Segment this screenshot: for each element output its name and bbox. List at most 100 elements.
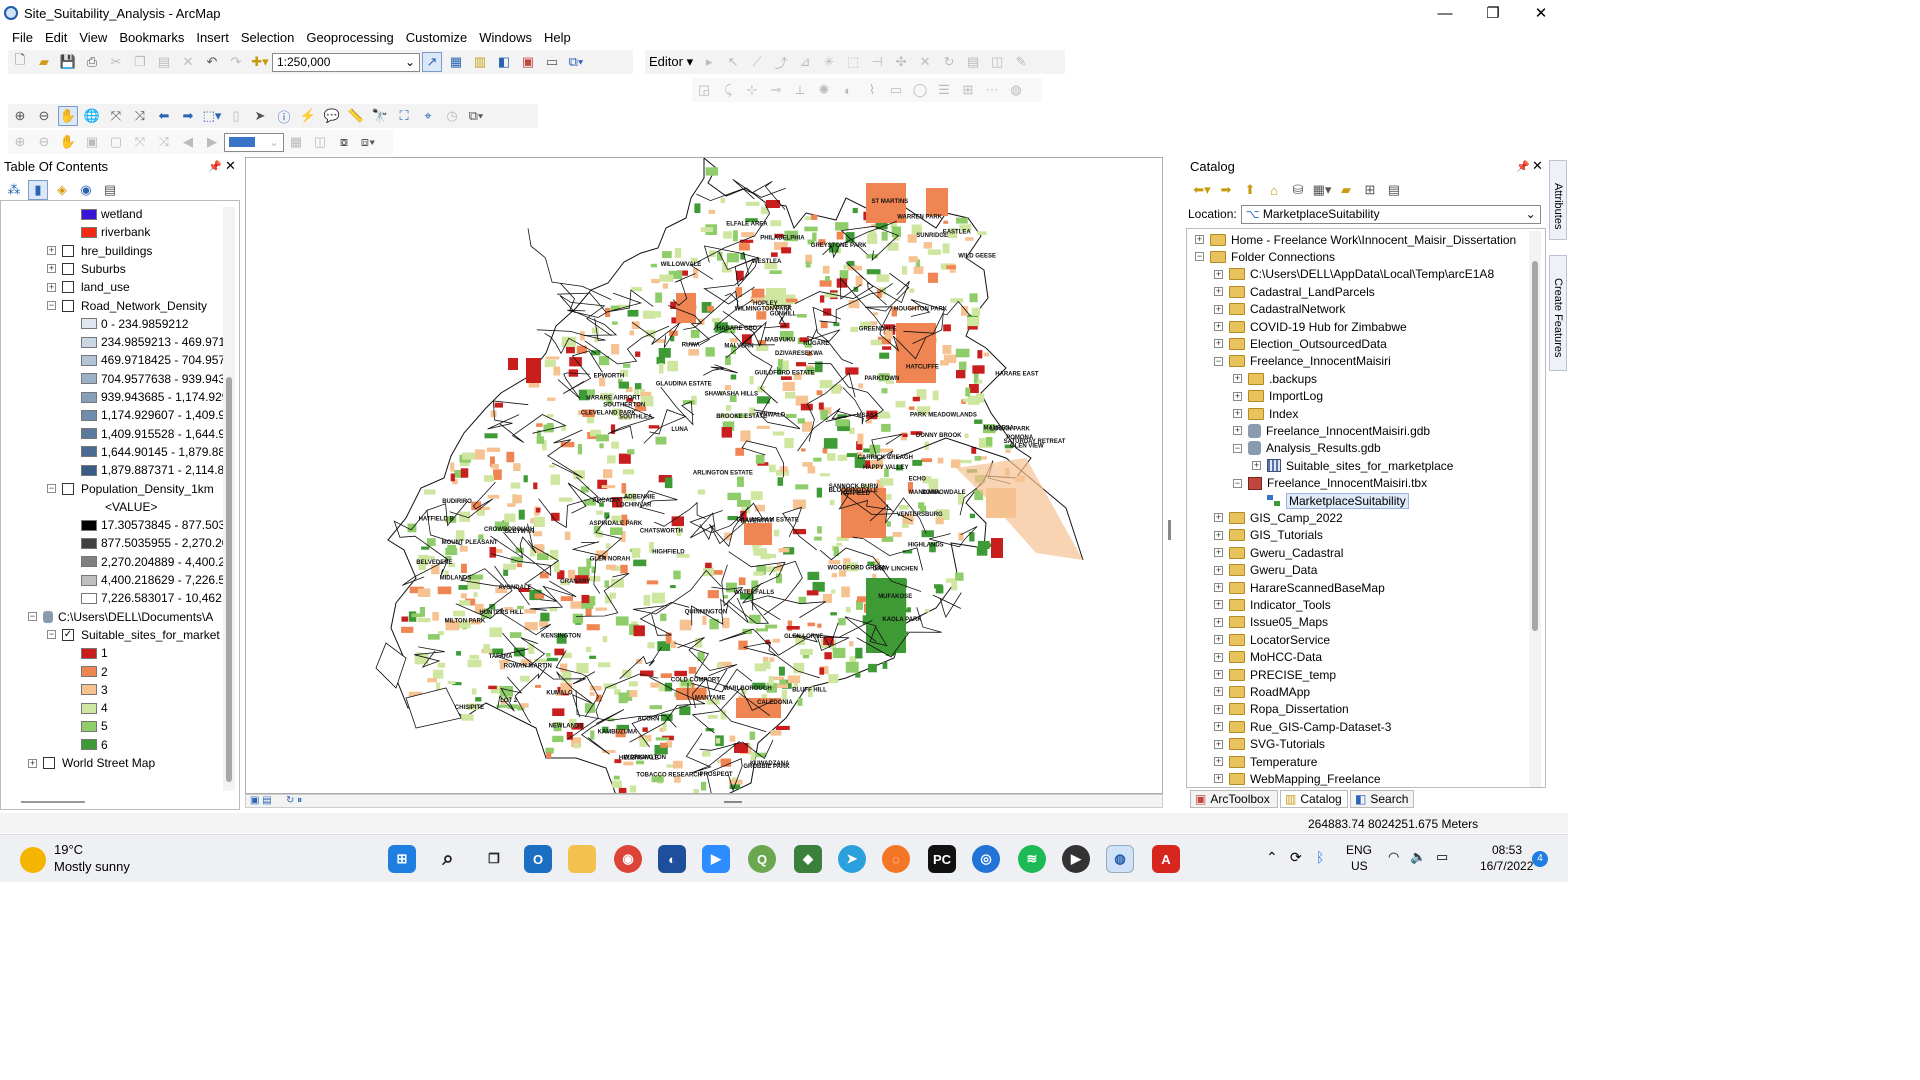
legend-class-item[interactable]: riverbank [81, 223, 150, 241]
layer-visibility-checkbox[interactable] [62, 244, 74, 257]
expand-icon[interactable]: + [1252, 460, 1261, 471]
edit-tool-icon[interactable]: ▸ [705, 54, 713, 69]
close-icon[interactable]: ✕ [1532, 158, 1543, 173]
line-intersection-icon[interactable]: ⟂ [795, 82, 805, 97]
menu-view[interactable]: View [79, 29, 108, 45]
layer-visibility-checkbox[interactable] [62, 281, 74, 294]
expand-icon[interactable]: + [1214, 599, 1223, 610]
editor-menu-button[interactable]: Editor ▾ [649, 54, 694, 69]
up-one-level-icon[interactable]: ⬆ [1244, 182, 1256, 197]
add-data-icon[interactable]: ✚▾ [251, 54, 269, 69]
fixed-zoom-out-icon[interactable]: ⤨ [134, 108, 146, 123]
collapse-icon[interactable]: − [47, 300, 56, 310]
minimize-button[interactable]: — [1437, 4, 1453, 22]
zoom-out-icon[interactable]: ⊖ [38, 108, 50, 123]
legend-class-item[interactable]: 5 [81, 717, 108, 735]
editor-toolbar-icon[interactable]: ↗ [422, 52, 442, 72]
catalog-tree-item[interactable]: −Folder Connections [1195, 248, 1335, 265]
layer-visibility-checkbox[interactable]: ✓ [62, 628, 74, 641]
legend-class-item[interactable]: 4 [81, 699, 108, 717]
toggle-contents-icon[interactable]: ⊞ [1364, 182, 1376, 197]
catalog-tree-item[interactable]: +GIS_Tutorials [1214, 527, 1323, 544]
github-desktop-icon[interactable]: ◐ [658, 845, 686, 873]
catalog-tree-item[interactable]: +Indicator_Tools [1214, 596, 1331, 613]
close-icon[interactable]: ✕ [225, 158, 236, 173]
legend-class-item[interactable]: 1,174.929607 - 1,409.91 [81, 406, 232, 424]
sync-icon[interactable]: ⟳ [1290, 849, 1302, 865]
spotify-icon[interactable]: ≋ [1018, 845, 1046, 873]
cut-icon[interactable]: ✂ [110, 54, 122, 69]
catalog-tree-item[interactable]: +Election_OutsourcedData [1214, 335, 1387, 352]
trim-icon[interactable]: ⊸ [770, 82, 782, 97]
legend-class-item[interactable]: 1,644.90145 - 1,879.887 [81, 443, 232, 461]
outlook-icon[interactable]: O [524, 845, 552, 873]
paste-icon[interactable]: ▤ [157, 54, 171, 69]
forward-arrow-icon[interactable]: ➡ [1220, 182, 1232, 197]
acrobat-icon[interactable]: A [1152, 845, 1180, 873]
layer-visibility-checkbox[interactable] [62, 482, 74, 495]
expand-icon[interactable]: + [1214, 686, 1223, 697]
extend-icon[interactable]: ⊹ [746, 82, 758, 97]
expand-icon[interactable]: + [1214, 669, 1223, 679]
redo-icon[interactable]: ↷ [230, 54, 242, 69]
menu-customize[interactable]: Customize [405, 29, 468, 45]
catalog-options-icon[interactable]: ▤ [1387, 182, 1401, 197]
weather-temp[interactable]: 19°C [54, 842, 84, 857]
menu-insert[interactable]: Insert [196, 29, 229, 45]
expand-icon[interactable]: + [1214, 582, 1223, 592]
expand-icon[interactable]: + [1195, 234, 1204, 244]
list-by-selection-icon[interactable]: ◉ [80, 182, 92, 197]
legend-class-item[interactable]: wetland [81, 205, 142, 223]
expand-icon[interactable]: + [47, 263, 56, 274]
expand-icon[interactable]: + [1214, 703, 1223, 714]
expand-icon[interactable]: + [1214, 338, 1223, 349]
layout-zoom-select[interactable]: ⌄ [224, 132, 284, 152]
focus-data-frame-icon[interactable]: ◫ [313, 134, 327, 149]
maps-app-icon[interactable]: ◆ [794, 845, 822, 873]
battery-icon[interactable]: ▭ [1436, 849, 1449, 864]
smooth-icon[interactable]: ⌇ [868, 82, 876, 97]
edit-annotation-icon[interactable]: ↖ [727, 54, 739, 69]
collapse-icon[interactable]: − [28, 611, 37, 622]
collapse-icon[interactable]: − [1195, 251, 1204, 262]
expand-icon[interactable]: + [1214, 616, 1223, 627]
legend-class-item[interactable]: 2,270.204889 - 4,400.21 [81, 553, 232, 571]
toc-scrollbar[interactable] [223, 207, 235, 791]
catalog-tree-item[interactable]: +CadastralNetwork [1214, 301, 1345, 318]
legend-class-item[interactable]: 1,879.887371 - 2,114.87 [81, 461, 231, 479]
search-window-icon[interactable]: ◧ [497, 54, 511, 69]
layer-item[interactable]: +World Street Map [28, 754, 155, 772]
wifi-icon[interactable]: ◠ [1388, 849, 1400, 864]
legend-class-item[interactable]: 704.9577638 - 939.9436 [81, 370, 232, 388]
catalog-tree-item[interactable]: −Freelance_InnocentMaisiri.tbx [1233, 475, 1427, 492]
new-folder-icon[interactable]: ▰ [1341, 182, 1351, 197]
legend-class-item[interactable]: 7,226.583017 - 10,462.5 [81, 589, 232, 607]
menu-file[interactable]: File [12, 29, 33, 45]
back-extent-icon[interactable]: ⬅ [158, 108, 170, 123]
zoom-in-icon[interactable]: ⊕ [14, 108, 26, 123]
layer-item[interactable]: −Road_Network_Density [47, 297, 207, 315]
expand-icon[interactable]: + [28, 757, 37, 768]
go-to-xy-icon[interactable]: ⌖ [424, 108, 432, 123]
map-hscroll-thumb[interactable] [724, 801, 742, 803]
catalog-tree-item[interactable]: +Suitable_sites_for_marketplace [1252, 457, 1453, 474]
list-by-drawing-order-icon[interactable]: ⁂ [7, 182, 21, 197]
layout-zoom-out-icon[interactable]: ⊖ [38, 134, 50, 149]
data-driven-pages-icon[interactable]: ⧈▾ [360, 134, 376, 149]
catalog-scroll-thumb[interactable] [1532, 261, 1538, 631]
splitter-handle[interactable] [1168, 520, 1171, 540]
pan-hand-icon[interactable]: ✋ [58, 106, 78, 126]
model-builder-icon[interactable]: ⧉▾ [568, 54, 584, 69]
copy-features-icon[interactable]: ◲ [697, 82, 711, 97]
layer-visibility-checkbox[interactable] [62, 262, 74, 275]
save-icon[interactable]: 💾 [59, 54, 77, 69]
home-folder-icon[interactable]: ⌂ [1270, 182, 1278, 198]
cut-polygons-icon[interactable]: ✣ [895, 54, 907, 69]
volume-icon[interactable]: 🔈 [1410, 849, 1427, 864]
collapse-icon[interactable]: − [1233, 442, 1242, 453]
zoom-icon[interactable]: ▶ [702, 845, 730, 873]
telegram-icon[interactable]: ➤ [838, 845, 866, 873]
catalog-tree-item[interactable]: +Gweru_Cadastral [1214, 544, 1343, 561]
